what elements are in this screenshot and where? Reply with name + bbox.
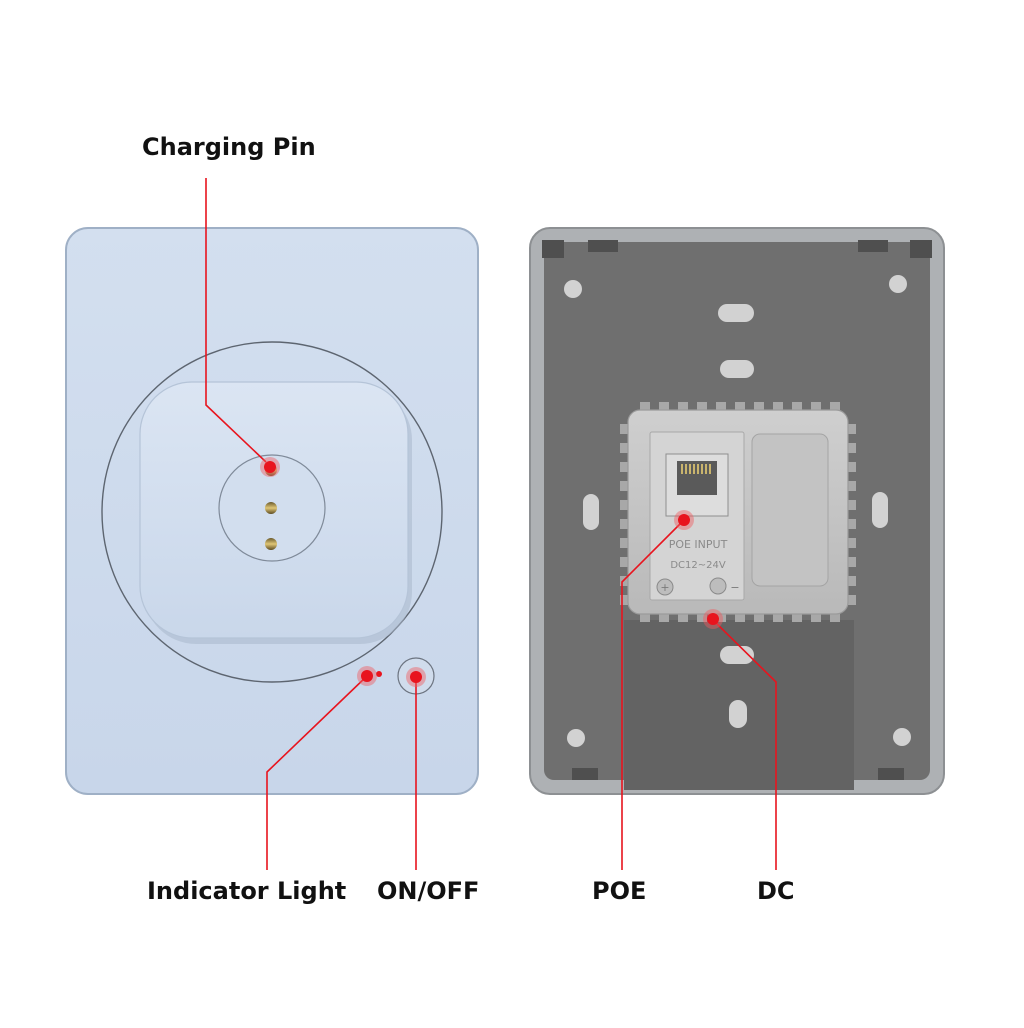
slot-3 bbox=[720, 646, 754, 664]
hole-bl bbox=[567, 729, 585, 747]
vent-tooth bbox=[735, 402, 745, 414]
vent-tooth bbox=[620, 595, 632, 605]
vent-tooth bbox=[620, 462, 632, 472]
vent-tooth bbox=[792, 610, 802, 622]
module-vents bbox=[620, 402, 856, 622]
minus-symbol: − bbox=[730, 581, 739, 594]
back-panel: POE INPUT DC12~24V + − bbox=[529, 227, 945, 795]
vent-tooth bbox=[620, 557, 632, 567]
clip-tl2 bbox=[588, 240, 618, 252]
vent-tooth bbox=[754, 402, 764, 414]
callout-dots bbox=[260, 457, 723, 687]
slot-1 bbox=[718, 304, 754, 322]
vent-tooth bbox=[792, 402, 802, 414]
charging-pin-leader bbox=[205, 178, 267, 463]
vent-tooth bbox=[620, 481, 632, 491]
clip-bl bbox=[572, 768, 598, 780]
vent-tooth bbox=[811, 610, 821, 622]
vent-tooth bbox=[830, 610, 840, 622]
indicator-light-leader bbox=[266, 675, 368, 870]
dc-plus-terminal bbox=[656, 578, 674, 596]
indicator-light-dot bbox=[361, 670, 373, 682]
clip-tr bbox=[910, 240, 932, 258]
slot-2 bbox=[720, 360, 754, 378]
charging-pin-label: Charging Pin bbox=[142, 133, 316, 161]
hole-tl bbox=[564, 280, 582, 298]
poe-leader bbox=[621, 519, 685, 870]
dc-dot bbox=[707, 613, 719, 625]
vent-tooth bbox=[844, 557, 856, 567]
vent-tooth bbox=[830, 402, 840, 414]
vent-tooth bbox=[716, 402, 726, 414]
pin-middle bbox=[265, 502, 277, 514]
slot-right bbox=[872, 492, 888, 528]
charging-pin-dot bbox=[264, 461, 276, 473]
slot-4 bbox=[729, 700, 747, 728]
slot-left bbox=[583, 494, 599, 530]
vent-tooth bbox=[811, 402, 821, 414]
poe-input-label: POE INPUT bbox=[669, 538, 728, 551]
vent-tooth bbox=[773, 610, 783, 622]
vent-tooth bbox=[844, 443, 856, 453]
clip-tr2 bbox=[858, 240, 888, 252]
vent-tooth bbox=[640, 402, 650, 414]
vent-tooth bbox=[620, 500, 632, 510]
on-off-dot bbox=[410, 671, 422, 683]
poe-label: POE bbox=[592, 877, 647, 905]
screw-holes bbox=[564, 275, 911, 747]
vent-tooth bbox=[620, 443, 632, 453]
vent-tooth bbox=[716, 610, 726, 622]
vent-tooth bbox=[844, 424, 856, 434]
vent-tooth bbox=[844, 519, 856, 529]
plus-symbol: + bbox=[660, 581, 669, 594]
vent-tooth bbox=[773, 402, 783, 414]
pin-bottom bbox=[265, 538, 277, 550]
dc-minus-terminal bbox=[709, 577, 727, 595]
poe-dot bbox=[678, 514, 690, 526]
vent-tooth bbox=[844, 481, 856, 491]
vent-tooth bbox=[754, 610, 764, 622]
on-off-label: ON/OFF bbox=[377, 877, 480, 905]
corner-clips bbox=[542, 240, 932, 780]
callout-lines bbox=[205, 178, 777, 870]
vent-tooth bbox=[659, 402, 669, 414]
vent-tooth bbox=[844, 576, 856, 586]
clip-tl bbox=[542, 240, 564, 258]
vent-tooth bbox=[620, 576, 632, 586]
vent-tooth bbox=[844, 500, 856, 510]
vent-tooth bbox=[620, 538, 632, 548]
vent-tooth bbox=[844, 462, 856, 472]
clip-br bbox=[878, 768, 904, 780]
vent-tooth bbox=[620, 519, 632, 529]
vent-tooth bbox=[844, 595, 856, 605]
vent-tooth bbox=[697, 402, 707, 414]
power-module: POE INPUT DC12~24V + − bbox=[620, 402, 856, 622]
hole-tr bbox=[889, 275, 907, 293]
vent-tooth bbox=[844, 538, 856, 548]
label-area bbox=[751, 433, 829, 587]
indicator-light-led bbox=[376, 671, 382, 677]
front-panel bbox=[65, 227, 479, 795]
front-ring bbox=[101, 341, 443, 683]
vent-tooth bbox=[640, 610, 650, 622]
vent-tooth bbox=[678, 402, 688, 414]
vent-tooth bbox=[735, 610, 745, 622]
vent-tooth bbox=[620, 424, 632, 434]
hole-br bbox=[893, 728, 911, 746]
vent-tooth bbox=[659, 610, 669, 622]
dc-label: DC bbox=[757, 877, 795, 905]
vent-tooth bbox=[678, 610, 688, 622]
indicator-light-label: Indicator Light bbox=[147, 877, 347, 905]
vent-tooth bbox=[697, 610, 707, 622]
dc-leader bbox=[712, 619, 777, 870]
voltage-label: DC12~24V bbox=[670, 560, 726, 571]
rj45-contacts bbox=[681, 464, 711, 474]
